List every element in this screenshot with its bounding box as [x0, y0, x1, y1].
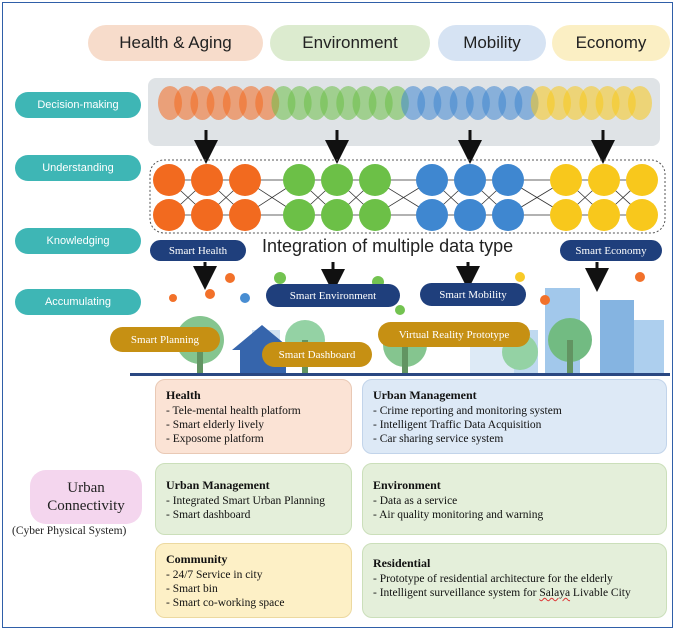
stage-label: Knowledging [46, 235, 110, 247]
urban-title-line2: Connectivity [47, 498, 125, 514]
network-node [454, 164, 486, 196]
card-health: Health - Tele-mental health platform - S… [155, 379, 352, 454]
card-title: Urban Management [373, 388, 477, 402]
integration-caption: Integration of multiple data type [262, 236, 514, 256]
card-title: Health [166, 388, 201, 402]
category-label: Health & Aging [119, 33, 232, 52]
smart-health-pill: Smart Health [150, 240, 246, 261]
card-environment: Environment - Data as a service - Air qu… [362, 463, 667, 535]
network-node [492, 164, 524, 196]
card-urban-management-top: Urban Management - Crime reporting and m… [362, 379, 667, 454]
card-item: - Data as a service [373, 495, 458, 507]
card-item: - Air quality monitoring and warning [373, 509, 544, 521]
card-item: - 24/7 Service in city [166, 569, 263, 581]
arrow-icon [194, 130, 615, 164]
network-node [588, 199, 620, 231]
network-node [283, 164, 315, 196]
urban-subtitle: (Cyber Physical System) [12, 525, 127, 537]
network-node [229, 164, 261, 196]
stage-decision-making: Decision-making [15, 92, 141, 118]
category-economy: Economy [552, 25, 670, 61]
card-item: - Crime reporting and monitoring system [373, 405, 562, 417]
urban-title-line1: Urban [67, 480, 105, 496]
network-node [492, 199, 524, 231]
card-title: Environment [373, 478, 441, 492]
misspelled-word: Salaya [539, 587, 571, 599]
network-node [191, 164, 223, 196]
card-item: - Prototype of residential architecture … [373, 573, 613, 585]
network-node [153, 164, 185, 196]
stage-accumulating: Accumulating [15, 289, 141, 315]
card-item: - Exposome platform [166, 433, 264, 445]
network-node [229, 199, 261, 231]
category-mobility: Mobility [438, 25, 546, 61]
card-item: - Car sharing service system [373, 433, 504, 445]
card-title: Community [166, 552, 228, 566]
category-label: Environment [302, 33, 398, 52]
decision-oval [628, 86, 652, 120]
stage-label: Accumulating [44, 296, 112, 308]
stage-label: Decision-making [37, 99, 119, 111]
category-environment: Environment [270, 25, 430, 61]
category-health-aging: Health & Aging [88, 25, 263, 61]
card-item: - Intelligent Traffic Data Acquisition [373, 419, 542, 431]
card-urban-management-left: Urban Management - Integrated Smart Urba… [155, 463, 352, 535]
category-label: Mobility [463, 33, 521, 52]
card-item-text: - Intelligent surveillance system for [373, 587, 540, 599]
card-item: - Intelligent surveillance system for Sa… [373, 586, 656, 600]
urban-connectivity-badge: Urban Connectivity [30, 470, 142, 524]
network-node [321, 164, 353, 196]
stage-label: Understanding [42, 162, 114, 174]
category-label: Economy [575, 33, 647, 52]
card-item: - Tele-mental health platform [166, 405, 301, 417]
network-nodes [153, 164, 658, 231]
card-community: Community - 24/7 Service in city - Smart… [155, 543, 352, 618]
card-item: - Smart co-working space [166, 597, 285, 609]
stage-understanding: Understanding [15, 155, 141, 181]
network-node [550, 199, 582, 231]
network-node [454, 199, 486, 231]
network-node [626, 199, 658, 231]
vr-prototype-pill: Virtual Reality Prototype [378, 322, 530, 347]
network-node [550, 164, 582, 196]
network-node [626, 164, 658, 196]
card-item-text: Livable City [570, 587, 631, 599]
card-title: Residential [373, 556, 431, 570]
network-node [359, 199, 391, 231]
smart-planning-pill: Smart Planning [110, 327, 220, 352]
network-node [191, 199, 223, 231]
card-item: - Smart dashboard [166, 509, 251, 521]
card-item: - Smart bin [166, 583, 218, 595]
card-residential: Residential - Prototype of residential a… [362, 543, 667, 618]
card-item: - Integrated Smart Urban Planning [166, 495, 326, 507]
network-node [416, 199, 448, 231]
network-node [283, 199, 315, 231]
network-node [359, 164, 391, 196]
smart-environment-pill: Smart Environment [266, 284, 400, 307]
smart-mobility-pill: Smart Mobility [420, 283, 526, 306]
card-item: - Smart elderly lively [166, 419, 265, 431]
decision-ovals [158, 86, 652, 120]
smart-economy-pill: Smart Economy [560, 240, 662, 261]
network-node [588, 164, 620, 196]
network-node [416, 164, 448, 196]
data-pipeline-graphic [130, 78, 670, 376]
card-title: Urban Management [166, 478, 270, 492]
stage-knowledging: Knowledging [15, 228, 141, 254]
network-node [153, 199, 185, 231]
network-node [321, 199, 353, 231]
smart-dashboard-pill: Smart Dashboard [262, 342, 372, 367]
